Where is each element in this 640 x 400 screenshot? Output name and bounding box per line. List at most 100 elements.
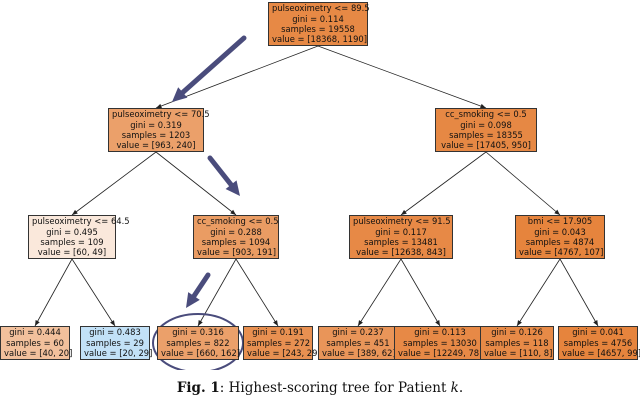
caption-text: : Highest-scoring tree for Patient xyxy=(219,380,451,396)
edge-n0-n2 xyxy=(317,45,487,109)
node-line: samples = 1094 xyxy=(201,237,271,247)
edge-arrowhead xyxy=(198,320,203,326)
node-line: value = [110, 8] xyxy=(484,348,553,359)
edge-n5-n11 xyxy=(357,258,402,327)
node-line: pulseoximetry <= 91.5 xyxy=(353,216,451,227)
edge-n6-n14 xyxy=(559,258,599,327)
node-line: bmi <= 17.905 xyxy=(527,216,593,227)
node-line: pulseoximetry <= 70.5 xyxy=(112,109,210,120)
node-line: gini = 0.114 xyxy=(292,13,344,24)
edge-n2-n5 xyxy=(400,151,487,216)
caption-label: Fig. 1 xyxy=(176,380,220,396)
node-line: gini = 0.043 xyxy=(534,226,586,237)
node-line: gini = 0.483 xyxy=(89,327,141,338)
node-line: gini = 0.288 xyxy=(210,226,262,237)
edge-n2-n6 xyxy=(485,151,561,216)
node-line: gini = 0.117 xyxy=(375,226,427,237)
edge-n3-n8 xyxy=(71,258,116,327)
path-annotations xyxy=(152,35,247,370)
node-line: value = [4767, 107] xyxy=(519,247,604,258)
node-line: samples = 60 xyxy=(6,337,64,348)
node-line: samples = 19558 xyxy=(281,24,355,34)
highlight-arrow-2 xyxy=(207,155,240,196)
node-line: gini = 0.495 xyxy=(46,226,98,237)
node-line: gini = 0.113 xyxy=(414,327,466,338)
node-line: value = [660, 162] xyxy=(161,348,241,359)
edge-arrowhead xyxy=(230,209,236,215)
node-line: samples = 1203 xyxy=(121,130,191,140)
figure-caption: Fig. 1: Highest-scoring tree for Patient… xyxy=(0,380,640,396)
edge-arrowhead xyxy=(554,209,560,215)
edge-arrowhead xyxy=(358,320,363,326)
node-line: samples = 822 xyxy=(166,337,230,348)
edge-arrowhead xyxy=(517,320,522,326)
node-line: value = [40, 20] xyxy=(4,348,73,359)
node-line: value = [60, 49] xyxy=(37,247,107,258)
node-line: value = [12638, 843] xyxy=(356,247,446,258)
node-line: gini = 0.041 xyxy=(572,327,624,338)
node-line: value = [18368, 1190] xyxy=(272,34,368,45)
caption-end: . xyxy=(458,380,464,396)
edge-arrowhead xyxy=(593,320,598,326)
node-line: pulseoximetry <= 89.5 xyxy=(272,3,370,14)
caption-variable: k xyxy=(450,380,459,396)
edge-n1-n4 xyxy=(155,151,237,216)
node-line: gini = 0.444 xyxy=(9,327,61,338)
edge-n6-n13 xyxy=(516,258,561,327)
node-line: gini = 0.126 xyxy=(491,327,543,338)
edge-n5-n12 xyxy=(400,258,441,327)
decision-tree-diagram xyxy=(34,35,599,370)
node-line: samples = 451 xyxy=(326,337,390,348)
node-line: samples = 4874 xyxy=(525,237,595,247)
node-line: value = [963, 240] xyxy=(116,140,196,151)
edge-arrowhead xyxy=(156,103,162,109)
edge-n1-n3 xyxy=(71,151,157,216)
edge-n4-n10 xyxy=(235,258,279,327)
node-line: samples = 118 xyxy=(485,337,549,348)
node-line: cc_smoking <= 0.5 xyxy=(445,109,527,120)
tree-edges xyxy=(34,45,599,327)
node-line: gini = 0.316 xyxy=(172,327,224,338)
node-line: samples = 272 xyxy=(247,337,311,348)
node-line: gini = 0.319 xyxy=(130,119,182,130)
node-line: pulseoximetry <= 64.5 xyxy=(32,216,130,227)
node-line: value = [389, 62] xyxy=(322,348,396,359)
node-line: samples = 18355 xyxy=(449,130,523,140)
highlight-arrow-3 xyxy=(186,272,211,308)
node-line: samples = 13030 xyxy=(403,337,477,348)
edge-arrowhead xyxy=(72,209,78,215)
node-line: samples = 29 xyxy=(86,337,144,348)
node-line: cc_smoking <= 0.5 xyxy=(197,216,279,227)
node-line: value = [12249, 781] xyxy=(398,348,488,359)
edge-arrowhead xyxy=(35,320,40,326)
highlight-arrow-1 xyxy=(172,35,247,102)
node-line: samples = 13481 xyxy=(364,237,438,247)
node-line: value = [20, 29] xyxy=(84,348,153,359)
node-line: gini = 0.237 xyxy=(332,327,384,338)
node-line: samples = 109 xyxy=(40,237,104,247)
node-line: value = [903, 191] xyxy=(197,247,277,258)
node-line: samples = 4756 xyxy=(563,337,633,348)
edge-arrowhead xyxy=(273,320,278,326)
node-line: gini = 0.098 xyxy=(460,119,512,130)
node-line: gini = 0.191 xyxy=(252,327,304,338)
node-line: value = [17405, 950] xyxy=(441,140,531,151)
edge-arrowhead xyxy=(480,103,486,109)
edge-n3-n7 xyxy=(34,258,73,327)
node-line: value = [243, 29] xyxy=(247,348,321,359)
